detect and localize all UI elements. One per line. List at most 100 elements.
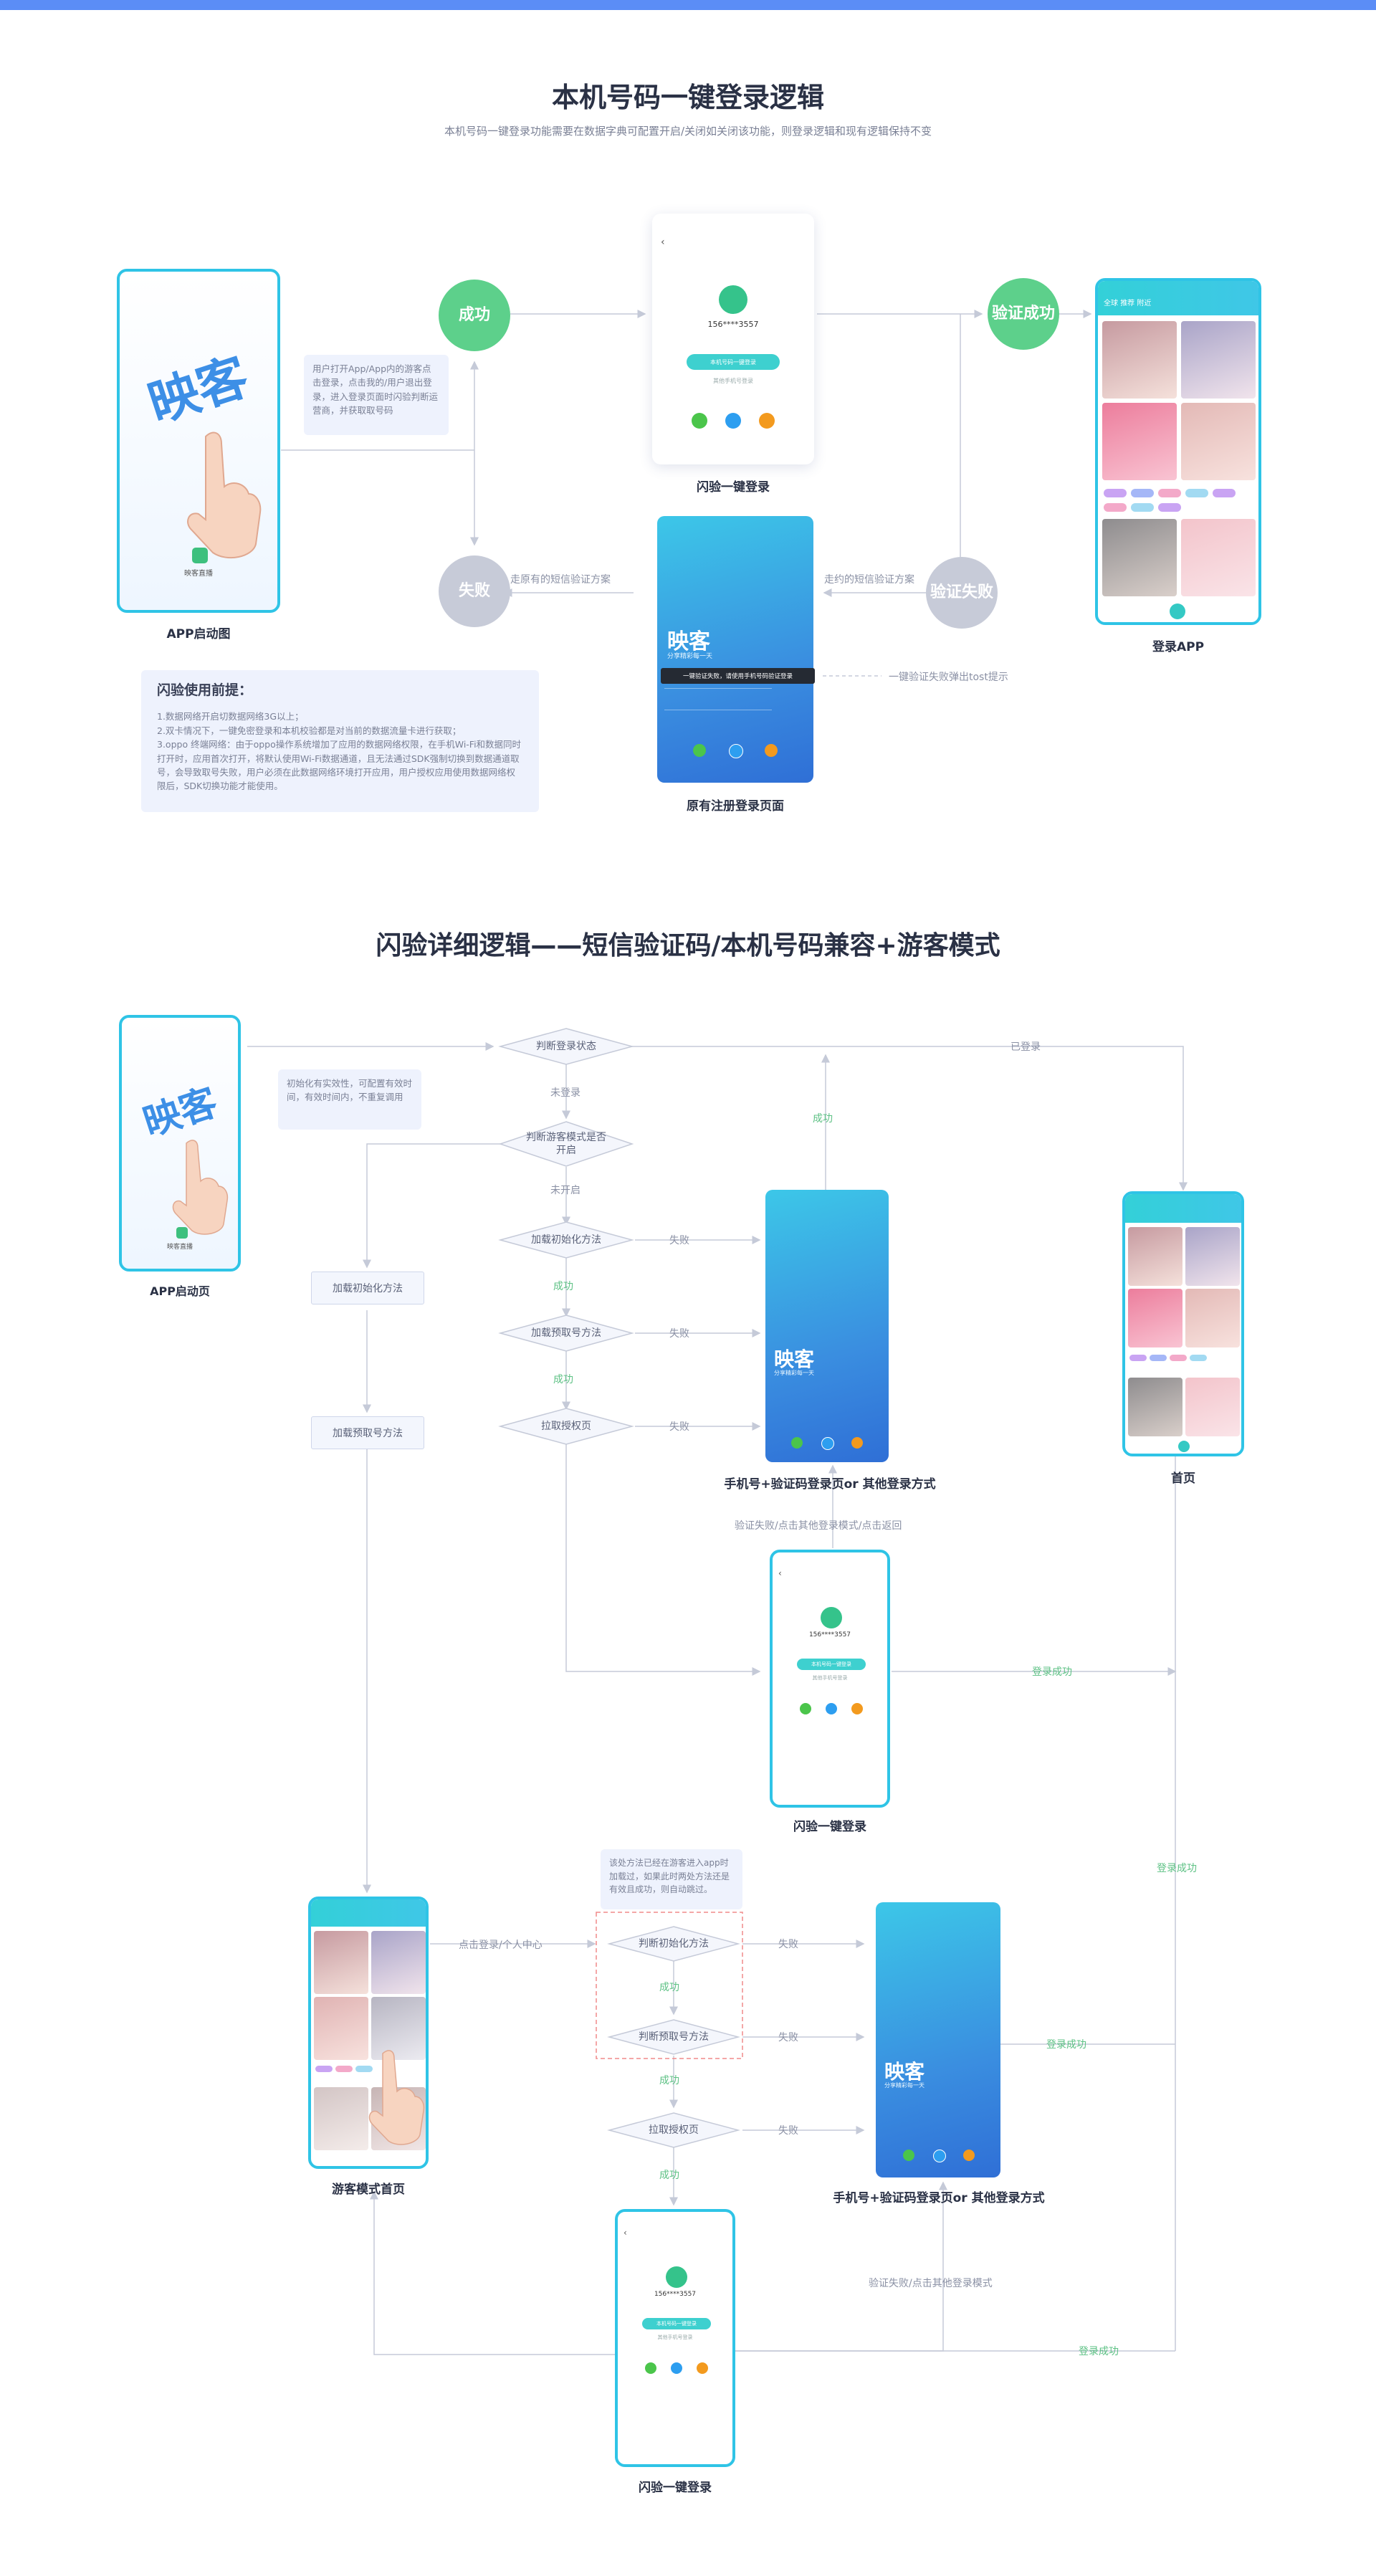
wechat-icon[interactable] xyxy=(692,413,707,429)
original-register-phone: 映客 分享精彩每一天 xyxy=(657,516,813,783)
flash-phone-number: 156****3557 xyxy=(707,320,759,329)
home-center-tab-icon[interactable] xyxy=(1170,604,1185,619)
back-icon: ‹ xyxy=(661,237,665,248)
tag-pill[interactable] xyxy=(1158,489,1181,497)
wechat-icon[interactable] xyxy=(791,1437,803,1449)
flash-phone-number-3: 156****3557 xyxy=(654,2291,697,2298)
home-center-tab-icon[interactable] xyxy=(1178,1441,1190,1452)
tag-pill[interactable] xyxy=(1213,489,1236,497)
home-header xyxy=(1125,1194,1241,1223)
wechat-icon[interactable] xyxy=(693,744,706,757)
sms-brand-2: 映客 xyxy=(884,2060,925,2084)
thumb[interactable] xyxy=(1185,1227,1240,1286)
fail-label: 失败 xyxy=(669,1421,689,1433)
home-tab[interactable]: 全球 xyxy=(1104,300,1118,307)
home-tab[interactable]: 推荐 xyxy=(1120,300,1135,307)
qq-icon[interactable] xyxy=(729,744,743,758)
thumb[interactable] xyxy=(371,1997,426,2060)
back-icon[interactable]: ‹ xyxy=(624,2228,627,2238)
tag-pill[interactable] xyxy=(1190,1355,1207,1361)
success-label: 成功 xyxy=(553,1281,573,1292)
thumb[interactable] xyxy=(314,2087,368,2150)
thumb[interactable] xyxy=(314,1931,368,1994)
flash-login-button[interactable]: 本机号码一键登录 xyxy=(687,354,780,370)
thumb[interactable] xyxy=(1102,321,1177,399)
app-launch-caption: APP启动图 xyxy=(166,627,231,641)
pull-auth-page: 拉取授权页 xyxy=(541,1420,591,1432)
flash-login-phone-3: ‹ 156****3557 本机号码一键登录 其他手机号登录 xyxy=(615,2209,735,2467)
tag-pill[interactable] xyxy=(1170,1355,1187,1361)
wechat-icon[interactable] xyxy=(903,2150,914,2161)
thumb[interactable] xyxy=(1181,519,1256,596)
tag-pill[interactable] xyxy=(1104,489,1127,497)
sms-slogan: 分享精彩每一天 xyxy=(774,1370,814,1376)
thumb[interactable] xyxy=(1185,1378,1240,1436)
tag-pill[interactable] xyxy=(1150,1355,1167,1361)
guest-home-phone xyxy=(308,1897,429,2169)
tag-pill[interactable] xyxy=(1158,503,1181,512)
flash-caption-2: 闪验一键登录 xyxy=(793,1820,866,1834)
logged-in-label: 已登录 xyxy=(1010,1041,1041,1053)
sms-brand: 映客 xyxy=(774,1347,815,1371)
flash-caption-3: 闪验一键登录 xyxy=(639,2481,712,2495)
qq-icon[interactable] xyxy=(821,1437,834,1450)
home-tab[interactable]: 附近 xyxy=(1137,300,1152,307)
qq-icon[interactable] xyxy=(671,2362,682,2374)
weibo-icon[interactable] xyxy=(765,744,778,757)
app-logo-icon xyxy=(176,1227,188,1239)
thumb[interactable] xyxy=(1185,1289,1240,1347)
wechat-icon[interactable] xyxy=(800,1703,811,1714)
app-name-2: 映客直播 xyxy=(166,1244,193,1251)
sms-page-caption-2: 手机号+验证码登录页or 其他登录方式 xyxy=(833,2191,1045,2205)
tag-pill[interactable] xyxy=(315,2066,333,2072)
flash-login-phone: ‹ 156****3557 本机号码一键登录 其他手机号登录 xyxy=(652,214,814,464)
init-note: 初始化有实效性，可配置有效时间，有效时间内，不重复调用 xyxy=(278,1069,421,1130)
section1-subtitle: 本机号码一键登录功能需要在数据字典可配置开启/关闭如关闭该功能，则登录逻辑和现有… xyxy=(444,125,932,138)
thumb[interactable] xyxy=(1128,1227,1182,1286)
thumb[interactable] xyxy=(371,1931,426,1994)
app-logo-icon xyxy=(192,548,208,563)
not-enabled-label: 未开启 xyxy=(550,1185,580,1196)
flash-other-link[interactable]: 其他手机号登录 xyxy=(713,378,753,384)
tag-pill[interactable] xyxy=(1104,503,1127,512)
tag-pill[interactable] xyxy=(335,2066,353,2072)
thumb[interactable] xyxy=(1181,321,1256,399)
flash-other-link-2[interactable]: 其他手机号登录 xyxy=(812,1675,848,1681)
tag-pill[interactable] xyxy=(355,2066,373,2072)
weibo-icon[interactable] xyxy=(697,2362,708,2374)
tag-pill[interactable] xyxy=(1131,503,1154,512)
section2-title: 闪验详细逻辑——短信验证码/本机号码兼容+游客模式 xyxy=(376,931,1000,960)
weibo-icon[interactable] xyxy=(759,413,775,429)
fail-label: 失败 xyxy=(778,2032,798,2043)
qq-icon[interactable] xyxy=(933,2150,946,2162)
flash-other-link-3[interactable]: 其他手机号登录 xyxy=(657,2334,693,2340)
success-up-label: 成功 xyxy=(813,1113,833,1125)
thumb[interactable] xyxy=(1181,403,1256,480)
login-app-caption: 登录APP xyxy=(1152,640,1205,654)
flash-login-button-2[interactable]: 本机号码一键登录 xyxy=(797,1659,866,1670)
qq-icon[interactable] xyxy=(826,1703,837,1714)
app-avatar-icon xyxy=(821,1607,842,1628)
home-header xyxy=(311,1899,426,1927)
weibo-icon[interactable] xyxy=(963,2150,975,2161)
back-icon[interactable]: ‹ xyxy=(778,1568,782,1578)
home-header xyxy=(1098,281,1258,315)
weibo-icon[interactable] xyxy=(851,1703,863,1714)
thumb[interactable] xyxy=(1128,1289,1182,1347)
thumb[interactable] xyxy=(1102,403,1177,480)
wechat-icon[interactable] xyxy=(645,2362,656,2374)
section1-connectors xyxy=(281,310,1092,677)
weibo-icon[interactable] xyxy=(851,1437,863,1449)
thumb[interactable] xyxy=(1102,519,1177,596)
tag-pill[interactable] xyxy=(1185,489,1208,497)
flash-login-button-3[interactable]: 本机号码一键登录 xyxy=(642,2318,711,2329)
qq-icon[interactable] xyxy=(725,413,741,429)
thumb[interactable] xyxy=(314,1997,368,2060)
tag-pill[interactable] xyxy=(1131,489,1154,497)
tag-pill[interactable] xyxy=(1129,1355,1147,1361)
sms-slogan-2: 分享精彩每一天 xyxy=(884,2082,924,2089)
thumb[interactable] xyxy=(1128,1378,1182,1436)
flash-login-caption: 闪验一键登录 xyxy=(697,480,770,495)
flash-login-phone-2: ‹ 156****3557 本机号码一键登录 其他手机号登录 xyxy=(770,1550,890,1808)
